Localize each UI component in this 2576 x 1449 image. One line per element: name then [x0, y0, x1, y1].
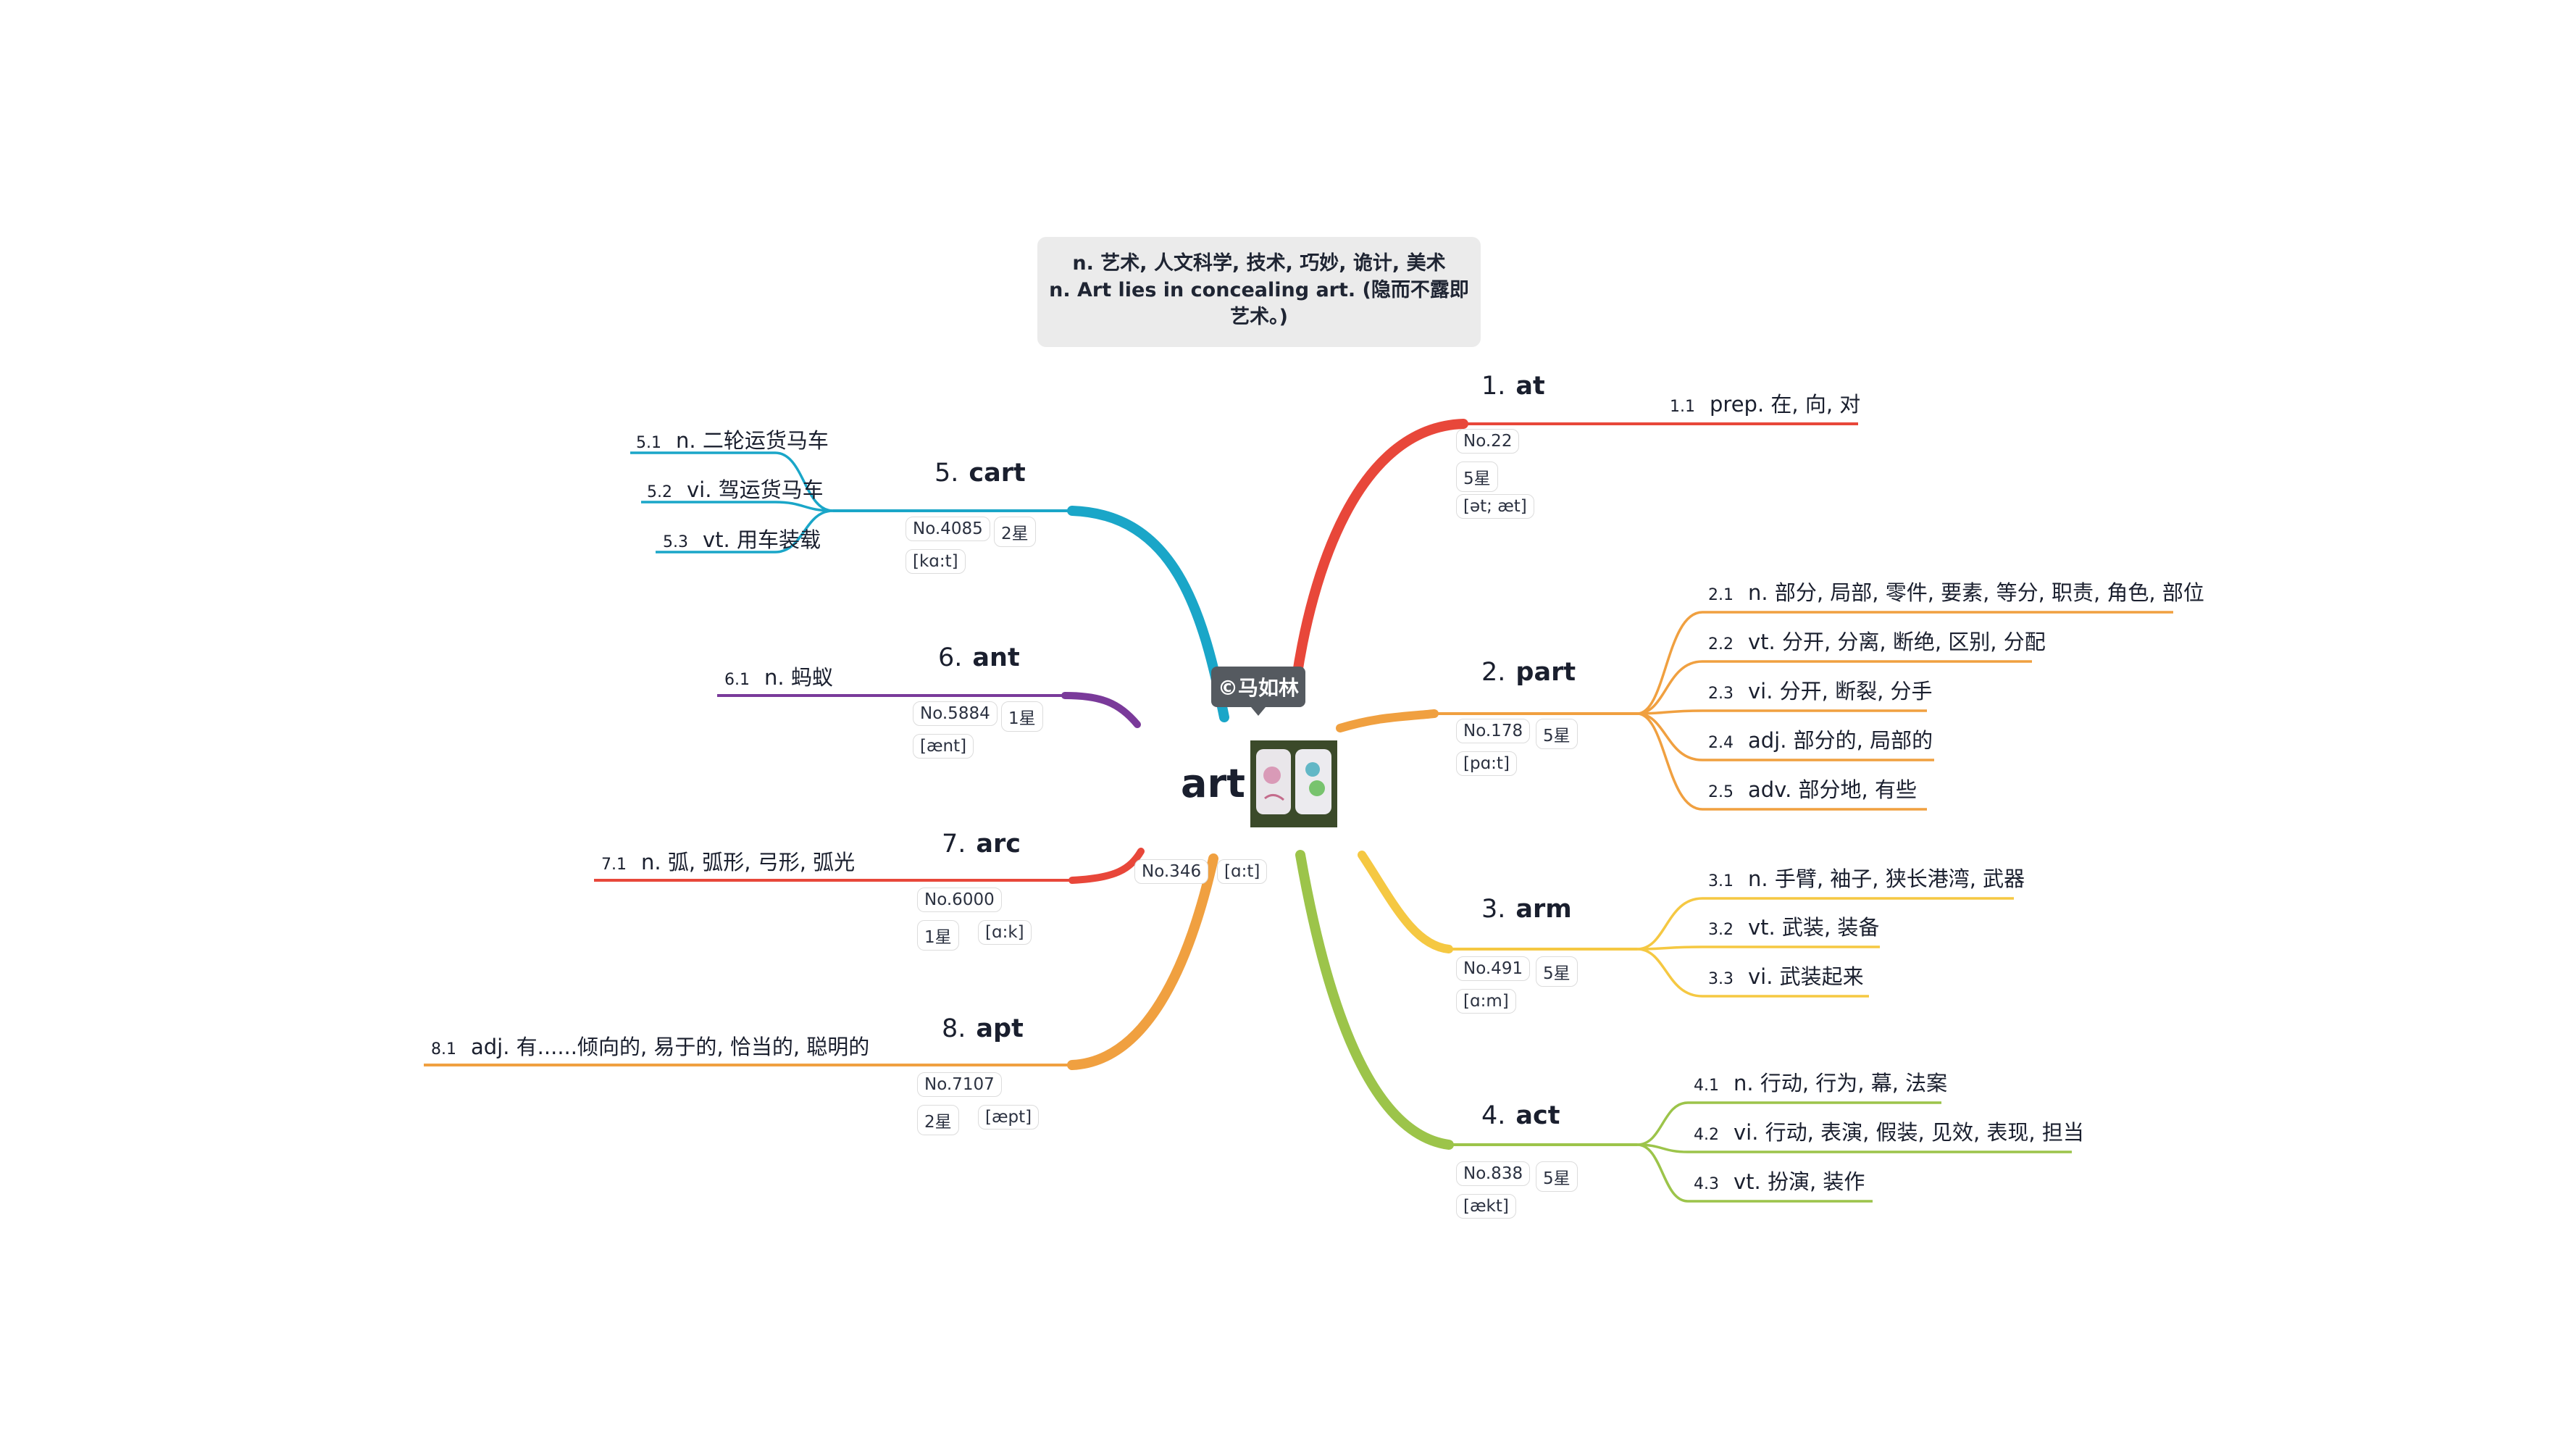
root-image — [1250, 740, 1337, 827]
act-phonetic-tag: [ækt] — [1456, 1194, 1516, 1219]
connector-cart — [1067, 506, 1229, 722]
branch-act[interactable]: 4.act — [1481, 1101, 1560, 1130]
root-phonetic-tag: [ɑ:t] — [1217, 859, 1268, 884]
arm-star-tag: 5星 — [1536, 956, 1578, 987]
connector-apt — [1067, 853, 1218, 1070]
note-line-1: n. 艺术, 人文科学, 技术, 巧妙, 诡计, 美术 — [1072, 252, 1446, 275]
copyright-badge: ©马如林 — [1211, 667, 1305, 716]
cart-rank-tag: No.4085 — [906, 517, 990, 541]
cart-star-tag: 2星 — [994, 517, 1036, 547]
connector-at — [1292, 419, 1468, 682]
branch-apt[interactable]: 8.apt — [942, 1014, 1024, 1043]
branch-at[interactable]: 1.at — [1481, 372, 1545, 401]
arc-rank-tag: No.6000 — [917, 888, 1002, 912]
connector-ant — [1061, 692, 1141, 728]
arm-rank-tag: No.491 — [1456, 956, 1531, 981]
branch-arm[interactable]: 3.arm — [1481, 895, 1572, 924]
ant-star-tag: 1星 — [1001, 701, 1043, 732]
connector-part — [1336, 709, 1439, 732]
branch-arc[interactable]: 7.arc — [942, 830, 1021, 859]
connector-arm — [1358, 851, 1453, 953]
apt-phonetic-tag: [æpt] — [978, 1105, 1040, 1129]
at-phonetic-tag: [ət; æt] — [1456, 494, 1534, 519]
arc-phonetic-tag: [ɑ:k] — [978, 920, 1032, 945]
ant-rank-tag: No.5884 — [913, 701, 998, 726]
branch-ant[interactable]: 6.ant — [938, 643, 1020, 672]
ant-phonetic-tag: [ænt] — [913, 734, 974, 759]
arm-phonetic-tag: [ɑ:m] — [1456, 989, 1516, 1014]
branch-cart[interactable]: 5.cart — [934, 459, 1026, 488]
at-rank-tag: No.22 — [1456, 429, 1520, 454]
arc-star-tag: 1星 — [917, 920, 959, 951]
part-star-tag: 5星 — [1536, 719, 1578, 749]
part-phonetic-tag: [pɑ:t] — [1456, 751, 1517, 776]
at-star-tag: 5星 — [1456, 462, 1498, 492]
part-rank-tag: No.178 — [1456, 719, 1531, 743]
note-line-2: n. Art lies in concealing art. (隐而不露即艺术。… — [1049, 279, 1469, 328]
root-word[interactable]: art — [1181, 761, 1245, 806]
act-star-tag: 5星 — [1536, 1161, 1578, 1192]
apt-star-tag: 2星 — [917, 1105, 959, 1135]
root-rank-tag: No.346 — [1134, 859, 1209, 884]
apt-rank-tag: No.7107 — [917, 1072, 1002, 1097]
connector-act — [1295, 850, 1454, 1150]
root-note: n. 艺术, 人文科学, 技术, 巧妙, 诡计, 美术 n. Art lies … — [1037, 237, 1481, 347]
branch-part[interactable]: 2.part — [1481, 658, 1576, 687]
cart-phonetic-tag: [kɑ:t] — [906, 549, 966, 574]
connector-arc — [1069, 848, 1145, 884]
act-rank-tag: No.838 — [1456, 1161, 1531, 1186]
